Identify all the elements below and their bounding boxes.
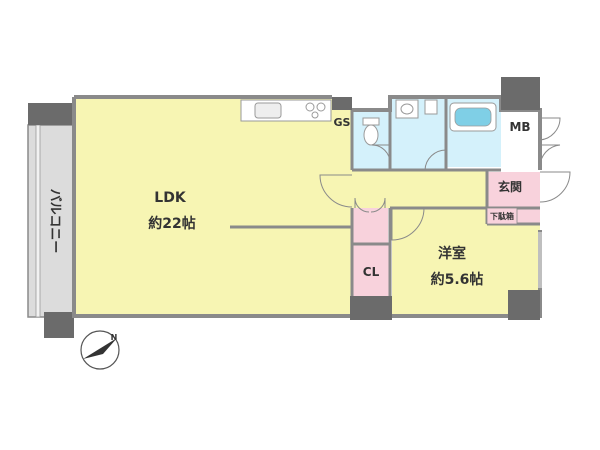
- western-area-label: 約5.6帖: [431, 271, 484, 288]
- stove-burner-icon: [316, 102, 326, 112]
- entrance-label: 玄関: [498, 179, 522, 194]
- door-washroom: [424, 149, 447, 171]
- closet-upper-floor: [352, 208, 388, 244]
- closet-label: CL: [363, 265, 380, 279]
- gas-space-label: GS: [334, 116, 351, 129]
- ldk-area-label: 約22帖: [148, 215, 195, 232]
- column-top-right: [501, 77, 540, 110]
- door-mb: [539, 117, 561, 168]
- balcony-column-bottom: [44, 312, 74, 338]
- column-bottom-right: [508, 290, 540, 320]
- shoe-box: [486, 207, 518, 225]
- ldk-name-label: LDK: [154, 190, 187, 206]
- corridor-floor: [352, 170, 487, 208]
- compass-north-label: N: [111, 333, 118, 342]
- door-entrance: [539, 171, 571, 203]
- doors: [319, 117, 571, 241]
- door-western: [391, 207, 425, 241]
- stove-burner-icon: [311, 111, 319, 119]
- balcony-label: バルコニー: [47, 189, 62, 254]
- compass-needle-icon: [83, 338, 117, 359]
- meter-box-label: MB: [509, 120, 530, 134]
- bathtub-icon: [449, 102, 497, 132]
- door-closet: [354, 197, 386, 213]
- column-top-mid: [332, 97, 352, 110]
- shoe-box-label: 下駄箱: [490, 211, 514, 221]
- balcony-rail: [35, 124, 41, 318]
- western-name-label: 洋室: [438, 245, 466, 262]
- balcony-column-top: [28, 103, 74, 125]
- sink-icon: [254, 102, 282, 119]
- balcony: [27, 103, 75, 338]
- compass: N: [80, 330, 120, 370]
- toilet-icon: [362, 117, 380, 146]
- door-toilet: [371, 144, 391, 164]
- washbasin-icon: [395, 99, 438, 119]
- kitchen-counter: [240, 99, 332, 122]
- column-bottom-mid: [350, 296, 392, 320]
- door-ldk: [319, 174, 353, 208]
- closet-floor: [352, 244, 390, 296]
- stove-burner-icon: [305, 102, 315, 112]
- ldk-floor: [74, 97, 352, 316]
